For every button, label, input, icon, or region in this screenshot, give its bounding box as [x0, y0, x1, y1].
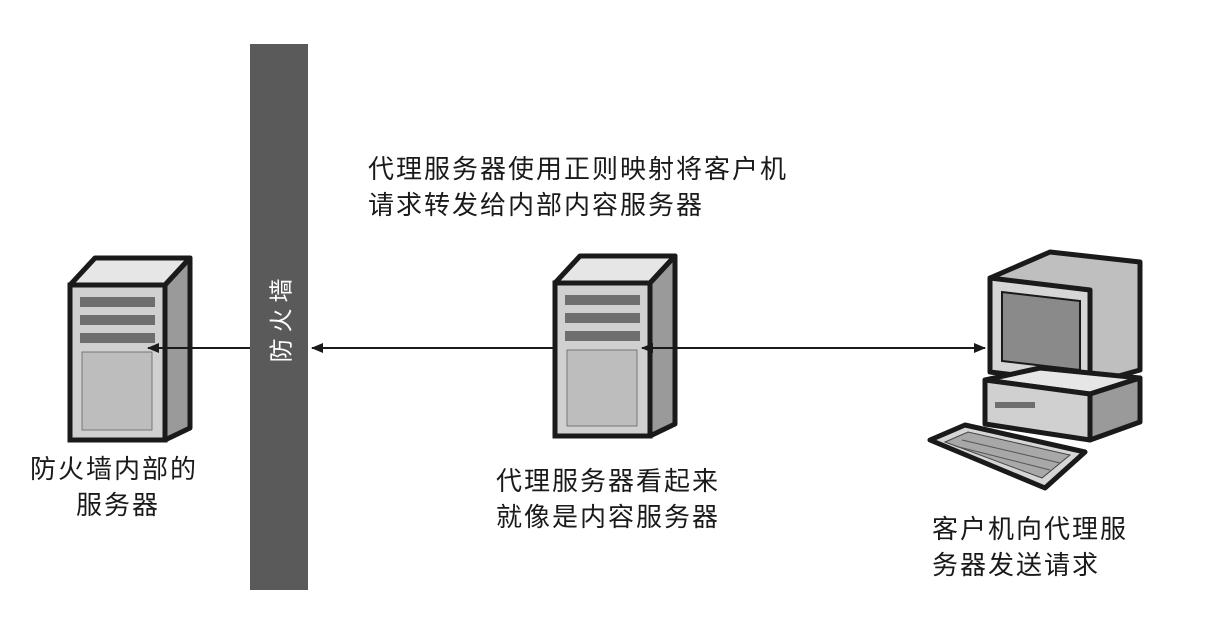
proxy-mapping-note: 代理服务器使用正则映射将客户机 请求转发给内部内容服务器	[368, 152, 788, 224]
internal-server-caption-line-1: 防火墙内部的	[30, 455, 199, 485]
proxy-mapping-note-line-1: 代理服务器使用正则映射将客户机	[368, 155, 789, 185]
proxy-server-icon	[552, 253, 678, 439]
proxy-server-caption: 代理服务器看起来 就像是内容服务器	[496, 464, 720, 536]
proxy-mapping-note-line-2: 请求转发给内部内容服务器	[368, 191, 705, 221]
internal-server-caption-line-2: 服务器	[76, 491, 161, 521]
internal-server-caption: 防火墙内部的 服务器	[30, 452, 198, 524]
client-caption-line-1: 客户机向代理服	[932, 515, 1129, 545]
client-caption: 客户机向代理服 务器发送请求	[932, 512, 1128, 584]
internal-server-icon	[67, 255, 193, 443]
firewall-bar	[250, 44, 308, 590]
proxy-server-caption-line-1: 代理服务器看起来	[496, 467, 721, 497]
proxy-server-caption-line-2: 就像是内容服务器	[496, 503, 721, 533]
client-computer-icon	[927, 249, 1143, 491]
client-caption-line-2: 务器发送请求	[932, 551, 1101, 581]
